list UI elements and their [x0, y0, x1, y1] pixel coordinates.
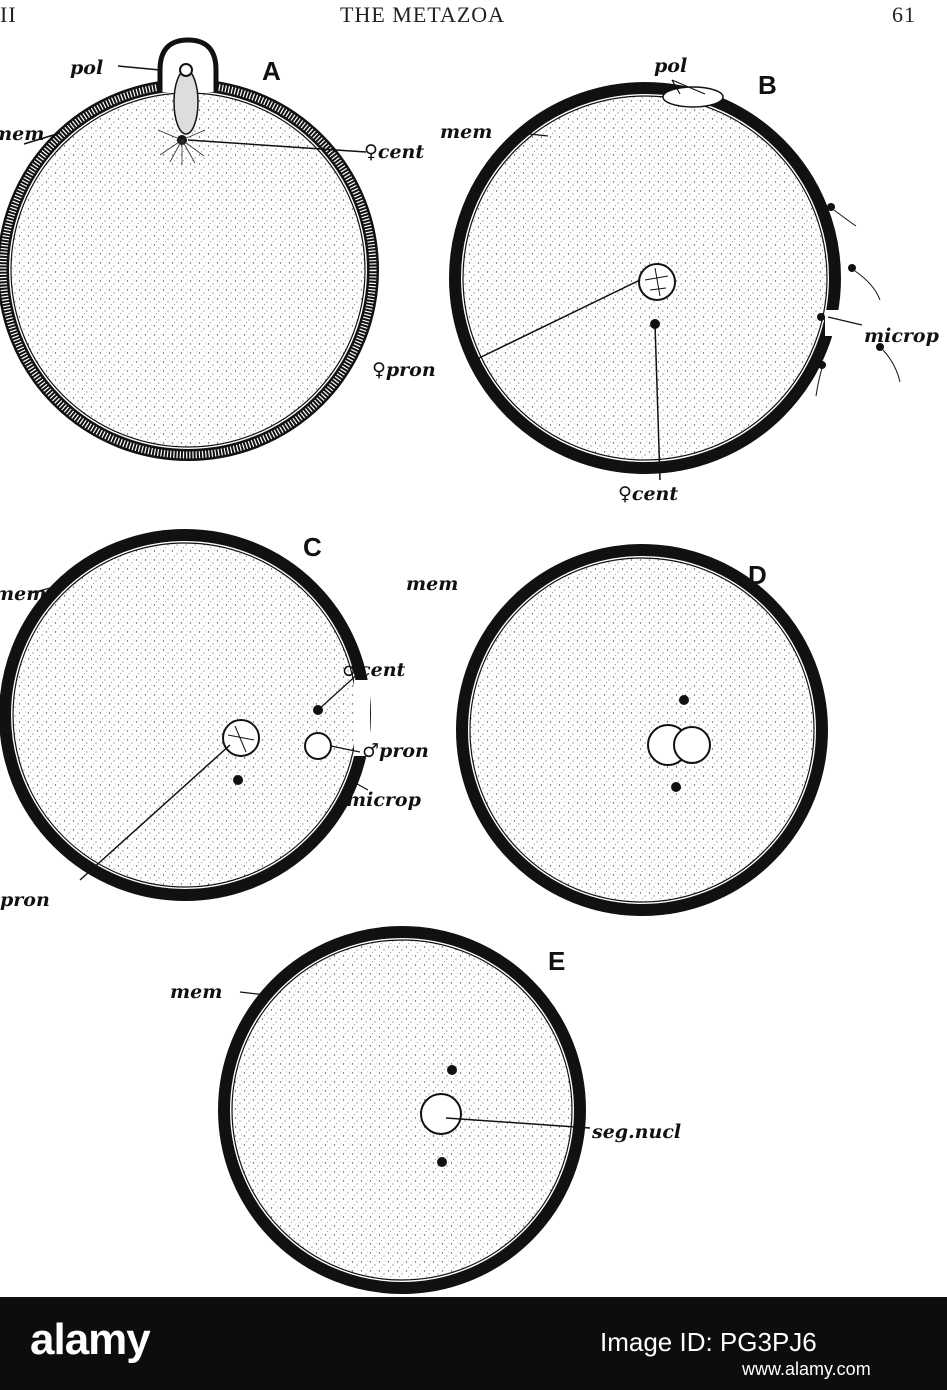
- label-microp: microp: [346, 789, 422, 811]
- brand-logo: alamy: [30, 1315, 151, 1364]
- label-microp: microp: [864, 325, 940, 347]
- polar-bodies: [662, 86, 724, 108]
- image-id-text: Image ID: PG3PJ6: [600, 1327, 817, 1357]
- label-mem: mem: [440, 121, 492, 143]
- panel-d: mem D: [406, 544, 828, 916]
- segmentation-nucleus: [420, 1093, 462, 1135]
- pronucleus-right: [673, 726, 711, 764]
- figure-plate: II THE METAZOA 61: [0, 2, 940, 1294]
- panel-letter-e: E: [548, 946, 565, 976]
- centrosome: [671, 782, 681, 792]
- site-url: www.alamy.com: [742, 1359, 871, 1379]
- label-pron: pron: [0, 889, 50, 911]
- label-male-pron: ♂pron: [362, 740, 429, 762]
- micropyle-gap: [825, 310, 839, 336]
- label-pol: pol: [70, 57, 103, 79]
- panel-b: pol mem microp ♀pron ♀cent B: [372, 55, 940, 505]
- panel-a: pol mem ♀cent A: [0, 37, 424, 461]
- panel-e: mem seg.nucl E: [170, 926, 681, 1294]
- label-male-cent: ♂cent: [342, 659, 406, 681]
- polar-spindle: [173, 69, 199, 135]
- fertilization-diagram: pol mem ♀cent A: [0, 37, 940, 1294]
- watermark-footer: alamy Image ID: PG3PJ6 www.alamy.com: [0, 1297, 947, 1390]
- centrosome: [679, 695, 689, 705]
- panel-letter-b: B: [758, 70, 777, 100]
- centrosome: [437, 1157, 447, 1167]
- male-pronucleus: [304, 732, 332, 760]
- label-female-pron: ♀pron: [372, 359, 436, 381]
- panel-letter-c: C: [303, 532, 322, 562]
- label-seg-nucl: seg.nucl: [591, 1121, 681, 1143]
- label-pol: pol: [654, 55, 687, 77]
- label-mem: mem: [0, 583, 46, 605]
- label-mem: mem: [0, 123, 44, 145]
- panel-letter-a: A: [262, 56, 281, 86]
- page-number: 61: [892, 2, 916, 27]
- micropyle-gap: [354, 680, 370, 756]
- label-female-cent: ♀cent: [364, 141, 424, 163]
- centrosome: [233, 775, 243, 785]
- label-mem: mem: [406, 573, 458, 595]
- running-title: THE METAZOA: [340, 2, 506, 27]
- page-section-number: II: [0, 2, 17, 27]
- label-mem: mem: [170, 981, 222, 1003]
- panel-c: mem ♂cent ♂pron microp pron C: [0, 529, 429, 911]
- centrosome: [447, 1065, 457, 1075]
- panel-letter-d: D: [748, 560, 767, 590]
- sperm-cells: [815, 203, 901, 397]
- label-female-cent: ♀cent: [618, 483, 678, 505]
- aster-rays: [157, 129, 206, 165]
